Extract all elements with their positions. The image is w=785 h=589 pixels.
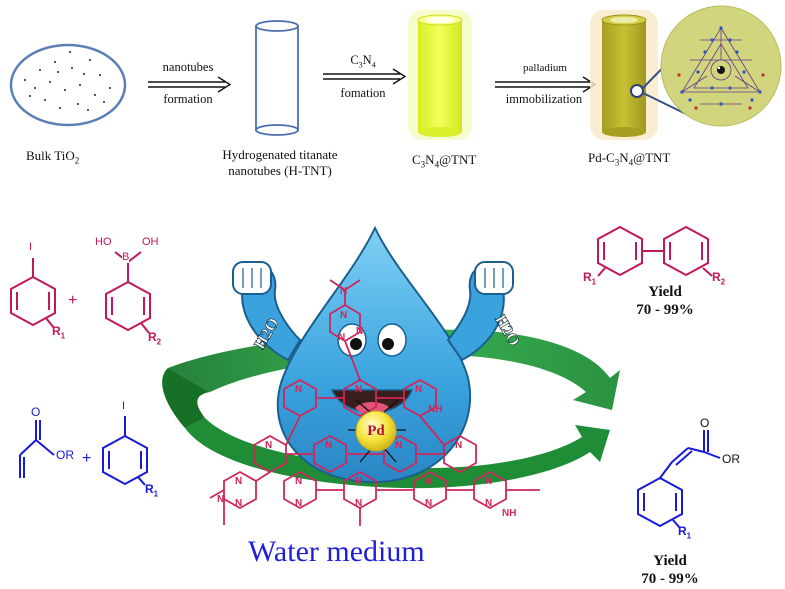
yield-bottom-range: 70 - 99% xyxy=(641,571,699,587)
svg-text:N: N xyxy=(338,332,345,343)
arrow-nanotubes-formation xyxy=(148,76,232,93)
htnt-label-line1: Hydrogenated titanate xyxy=(222,147,338,162)
svg-text:N: N xyxy=(295,498,302,509)
svg-text:N: N xyxy=(485,476,492,487)
suzuki-r2-label: R2 xyxy=(148,330,162,347)
bulk-dots xyxy=(24,51,111,111)
svg-text:N: N xyxy=(425,498,432,509)
boronic-acid xyxy=(105,251,151,334)
biphenyl-product xyxy=(597,225,713,277)
product-r1-label: R1 xyxy=(583,270,597,287)
svg-text:N: N xyxy=(325,440,332,451)
product-r2-label: R2 xyxy=(712,270,726,287)
yield-bottom-label: Yield xyxy=(653,553,687,569)
c3n4-tnt-tube xyxy=(408,10,472,140)
svg-text:N: N xyxy=(355,476,362,487)
svg-text:N: N xyxy=(295,384,302,395)
zoom-atoms xyxy=(680,26,762,106)
boronic-ho-label: HO xyxy=(95,236,112,248)
yield-top: Yield 70 - 99% xyxy=(615,283,715,319)
suzuki-iodo-label: I xyxy=(29,241,33,253)
svg-text:N: N xyxy=(355,384,362,395)
bulk-tio2-label: Bulk TiO2 xyxy=(26,148,80,166)
heck-plus: + xyxy=(82,450,92,467)
iodobenzene-suzuki xyxy=(10,258,56,329)
step2-bottom-label: fomation xyxy=(340,86,386,100)
svg-text:N: N xyxy=(340,286,347,297)
svg-text:N: N xyxy=(425,476,432,487)
zoom-c3n4-structure xyxy=(660,5,782,127)
cinnamate-product xyxy=(637,430,721,529)
pd-c3n4-tnt-label: Pd-C3N4@TNT xyxy=(588,150,671,168)
heck-r1-label: R1 xyxy=(145,482,159,499)
step1-bottom-label: formation xyxy=(163,92,213,106)
svg-text:N: N xyxy=(455,440,462,451)
svg-text:N: N xyxy=(395,440,402,451)
heck-prod-r1-label: R1 xyxy=(678,524,692,541)
suzuki-r1-label: R1 xyxy=(52,324,66,341)
svg-text:NH: NH xyxy=(502,508,516,519)
htnt-label: Hydrogenated titanate nanotubes (H-TNT) xyxy=(220,147,340,179)
pd-center xyxy=(348,399,406,463)
c3n4-tnt-label: C3N4@TNT xyxy=(412,152,477,170)
svg-text:N: N xyxy=(235,476,242,487)
svg-text:N: N xyxy=(355,498,362,509)
htnt-tube xyxy=(255,20,299,136)
svg-text:N: N xyxy=(356,326,363,337)
heck-prod-or-label: OR xyxy=(722,452,740,466)
water-medium-caption: Water medium xyxy=(248,535,425,568)
yield-bottom: Yield 70 - 99% xyxy=(620,552,720,588)
yield-top-label: Yield xyxy=(648,284,682,300)
step3-bottom-label: immobilization xyxy=(505,92,583,106)
pd-label: Pd xyxy=(367,423,385,439)
svg-text:N: N xyxy=(217,494,224,505)
c3n4-network xyxy=(209,279,540,526)
yield-top-range: 70 - 99% xyxy=(636,302,694,318)
svg-text:N: N xyxy=(295,476,302,487)
heck-o-label: O xyxy=(31,405,41,419)
svg-text:N: N xyxy=(265,440,272,451)
svg-text:N: N xyxy=(485,498,492,509)
htnt-label-line2: nanotubes (H-TNT) xyxy=(228,163,332,178)
boronic-oh-label: OH xyxy=(142,236,159,248)
arrow-palladium-immobilization xyxy=(495,76,597,93)
pd-c3n4-tnt-tube xyxy=(590,10,658,140)
svg-text:N: N xyxy=(415,384,422,395)
acrylate xyxy=(19,420,55,478)
zoom-o-atoms xyxy=(677,73,765,110)
bulk-tio2-particle xyxy=(9,43,127,127)
heck-prod-o-label: O xyxy=(700,416,710,430)
heck-iodo-label: I xyxy=(122,400,126,412)
heck-or-label: OR xyxy=(56,448,74,462)
step3-top-label: palladium xyxy=(523,62,567,74)
svg-text:NH: NH xyxy=(428,404,442,415)
boronic-b-label: B xyxy=(122,251,130,263)
svg-text:N: N xyxy=(235,498,242,509)
suzuki-plus: + xyxy=(68,292,78,309)
arrow-c3n4-formation xyxy=(323,68,407,85)
step2-top-label: C3N4 xyxy=(350,53,376,70)
iodoarene-heck xyxy=(102,416,148,486)
svg-text:N: N xyxy=(340,310,347,321)
step1-top-label: nanotubes xyxy=(162,60,214,74)
